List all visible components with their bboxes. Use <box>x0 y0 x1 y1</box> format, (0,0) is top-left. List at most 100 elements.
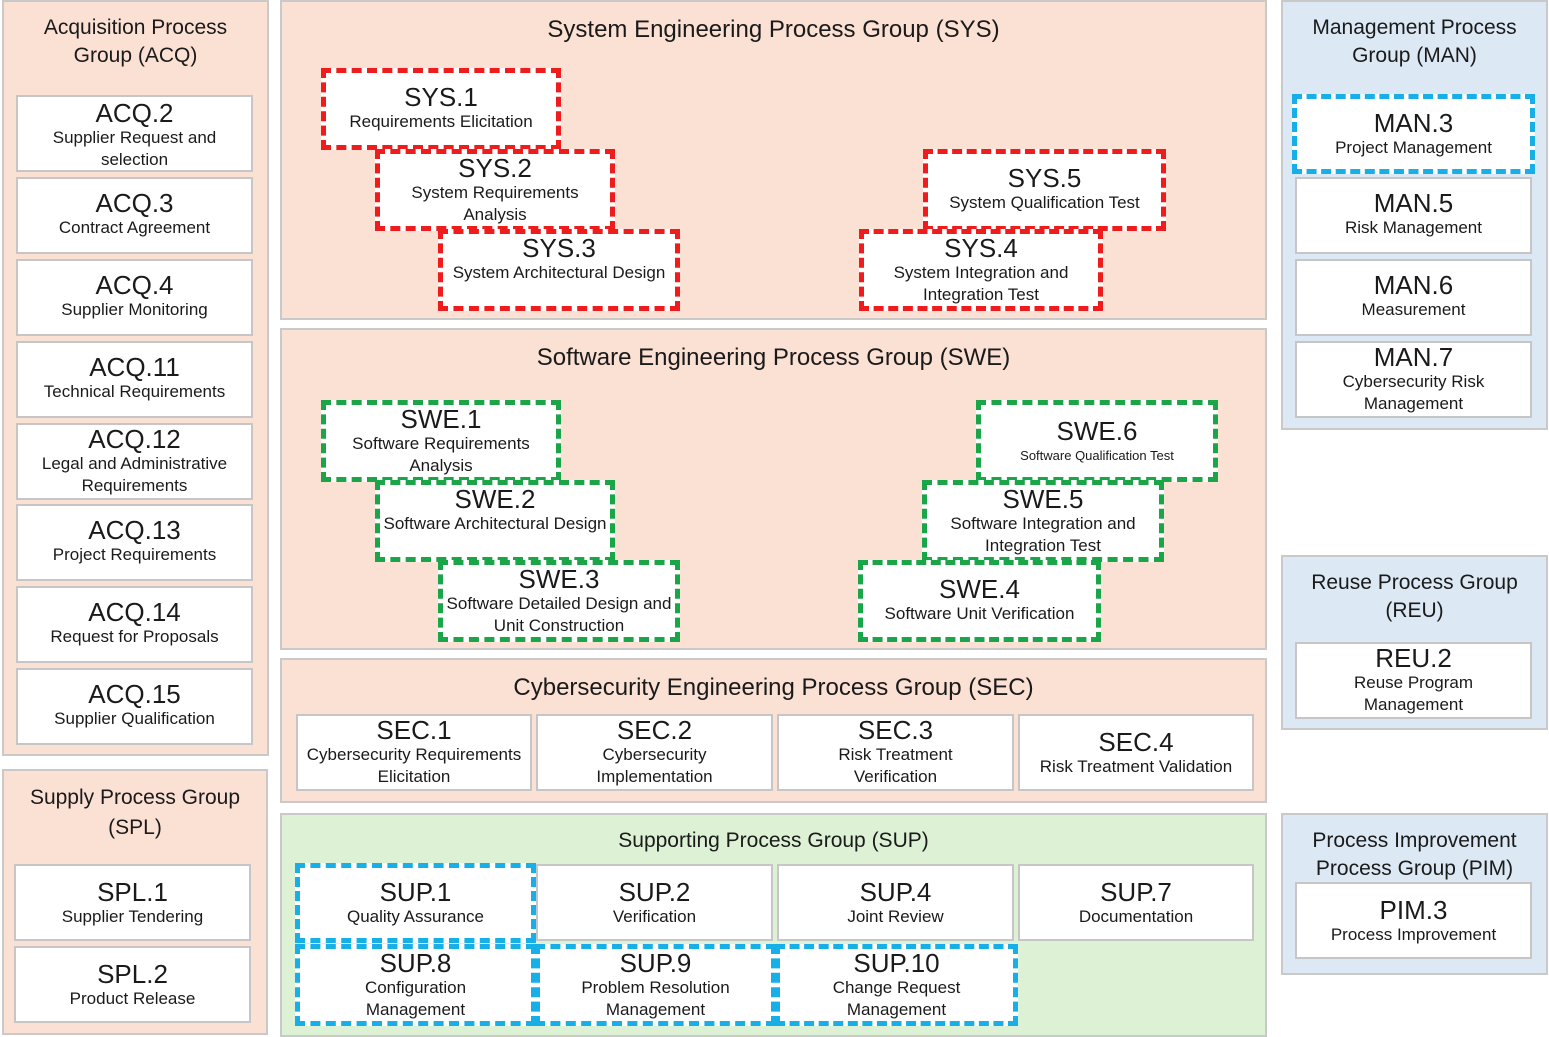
reu-group-title: Reuse Process Group (REU) <box>1311 571 1518 622</box>
man-group-title: Management Process Group (MAN) <box>1312 16 1517 67</box>
process-name: Software Qualification Test <box>1020 448 1174 463</box>
process-code: ACQ.3 <box>95 188 174 218</box>
process-name: Process Improvement <box>1330 925 1497 944</box>
process-name: Risk Treatment Validation <box>1039 757 1233 776</box>
process-name: Supplier Monitoring <box>61 300 208 319</box>
process-name: Supplier Tendering <box>61 907 204 926</box>
process-code: SPL.2 <box>97 959 168 989</box>
process-code: MAN.3 <box>1373 108 1454 138</box>
process-name: System Integration and Integration Test <box>893 263 1069 304</box>
process-code: SWE.4 <box>939 574 1020 604</box>
process-name: Documentation <box>1078 907 1194 926</box>
process-name: Legal and Administrative Requirements <box>41 454 228 495</box>
process-name: Cybersecurity Requirements Elicitation <box>306 745 522 786</box>
process-code: SUP.1 <box>379 877 452 907</box>
process-name: Project Management <box>1335 138 1492 157</box>
process-code: SUP.10 <box>853 948 940 978</box>
process-code: SWE.3 <box>518 564 600 594</box>
process-name: Software Architectural Design <box>383 514 607 533</box>
process-name: Risk Treatment Verification <box>838 745 953 786</box>
process-code: PIM.3 <box>1379 895 1448 925</box>
process-code: SUP.2 <box>618 877 691 907</box>
process-code: SEC.4 <box>1098 727 1174 757</box>
process-code: ACQ.12 <box>88 424 181 454</box>
process-name: System Architectural Design <box>452 263 666 282</box>
process-name: Quality Assurance <box>346 907 484 926</box>
process-name: Change Request Management <box>832 978 961 1019</box>
process-code: SUP.4 <box>859 877 932 907</box>
process-name: Requirements Elicitation <box>349 112 533 131</box>
process-name: Supplier Qualification <box>54 709 215 728</box>
process-name: Cybersecurity Implementation <box>596 745 713 786</box>
process-code: SYS.2 <box>458 153 532 183</box>
process-name: Software Unit Verification <box>884 604 1075 623</box>
process-name: Risk Management <box>1344 218 1482 237</box>
process-code: ACQ.15 <box>88 679 181 709</box>
process-name: Technical Requirements <box>43 382 226 401</box>
process-code: ACQ.2 <box>95 98 174 128</box>
process-name: Cybersecurity Risk Management <box>1342 372 1485 413</box>
process-name: Software Detailed Design and Unit Constr… <box>446 594 672 635</box>
process-code: SYS.4 <box>944 233 1018 263</box>
process-code: SUP.9 <box>619 948 692 978</box>
acq-group-title: Acquisition Process Group (ACQ) <box>43 16 228 67</box>
process-code: MAN.5 <box>1373 188 1454 218</box>
process-code: MAN.6 <box>1373 270 1454 300</box>
process-name: Product Release <box>69 989 196 1008</box>
process-name: Reuse Program Management <box>1353 673 1474 714</box>
process-name: Software Integration and Integration Tes… <box>950 514 1136 555</box>
process-code: ACQ.14 <box>88 597 181 627</box>
process-name: Request for Proposals <box>50 627 219 646</box>
process-name: Verification <box>612 907 697 926</box>
process-code: SWE.1 <box>400 404 482 434</box>
sec-group-title: Cybersecurity Engineering Process Group … <box>513 674 1034 701</box>
process-code: SYS.3 <box>522 233 596 263</box>
process-code: SUP.7 <box>1100 877 1172 907</box>
process-code: SYS.1 <box>404 82 478 112</box>
process-code: ACQ.11 <box>89 352 180 382</box>
process-name: Configuration Management <box>364 978 467 1019</box>
process-name: Supplier Request and selection <box>52 128 217 169</box>
process-name: Software Requirements Analysis <box>352 434 530 475</box>
process-code: SEC.3 <box>857 715 934 745</box>
process-name: Joint Review <box>847 907 944 926</box>
sys-group-title: System Engineering Process Group (SYS) <box>547 16 1000 43</box>
process-name: System Requirements Analysis <box>411 183 579 224</box>
swe-group-title: Software Engineering Process Group (SWE) <box>536 344 1011 371</box>
process-code: SWE.2 <box>454 484 536 514</box>
process-code: SWE.6 <box>1056 416 1138 446</box>
process-code: ACQ.13 <box>88 515 181 545</box>
process-name: System Qualification Test <box>949 193 1140 212</box>
process-code: SUP.8 <box>379 948 452 978</box>
